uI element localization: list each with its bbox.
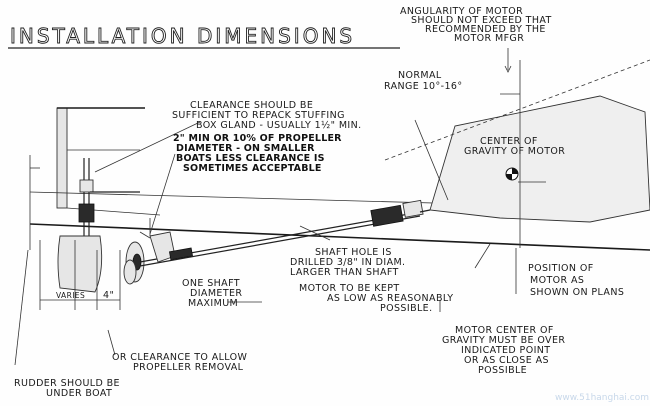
- min-clearance-line-4: SOMETIMES ACCEPTABLE: [183, 163, 322, 174]
- clearance-repack-note: CLEARANCE SHOULD BE SUFFICIENT TO REPACK…: [172, 100, 362, 131]
- angularity-line-1: ANGULARITY OF MOTOR: [400, 6, 523, 17]
- min-clearance-line-2: DIAMETER - ON SMALLER: [176, 143, 315, 154]
- normal-range-line-2: RANGE 10°-16°: [384, 81, 463, 92]
- clearance-repack-line-2: SUFFICIENT TO REPACK STUFFING: [172, 110, 345, 121]
- watermark: www.51hanghai.com: [555, 393, 649, 403]
- position-motor-line-3: SHOWN ON PLANS: [530, 287, 624, 298]
- shaft-assembly: [139, 199, 424, 267]
- position-motor-line-1: POSITION OF: [528, 263, 594, 274]
- motor-cg-over-line-4: OR AS CLOSE AS: [464, 355, 549, 366]
- shaft-hole-line-2: DRILLED 3/8" IN DIAM.: [290, 257, 405, 268]
- one-shaft-line-3: MAXIMUM: [188, 298, 238, 309]
- center-gravity-line-1: CENTER OF: [480, 136, 538, 147]
- four-inch-label: 4": [103, 290, 114, 301]
- angularity-line-4: MOTOR MFGR: [454, 33, 524, 44]
- motor-cg-over-line-2: GRAVITY MUST BE OVER: [442, 335, 565, 346]
- hull-bottom-line: [29, 223, 650, 251]
- motor-cg-over-line-5: POSSIBLE: [478, 365, 527, 376]
- shaft-hole-line-1: SHAFT HOLE IS: [315, 247, 392, 258]
- motor-low-line-3: POSSIBLE.: [380, 303, 433, 314]
- motor-cg-over-line-1: MOTOR CENTER OF: [455, 325, 554, 336]
- min-clearance-note: 2" MIN OR 10% OF PROPELLER DIAMETER - ON…: [173, 133, 342, 174]
- position-motor-note: POSITION OF MOTOR AS SHOWN ON PLANS: [528, 263, 624, 298]
- shaft-hole-line-3: LARGER THAN SHAFT: [290, 267, 399, 278]
- propeller: [123, 241, 145, 285]
- varies-label: VARIES: [56, 291, 85, 300]
- angularity-line: [384, 59, 650, 161]
- one-shaft-line-1: ONE SHAFT: [182, 278, 240, 289]
- hull-stern: [29, 107, 650, 251]
- motor-cg-over-line-3: INDICATED POINT: [461, 345, 550, 356]
- angularity-line-2: SHOULD NOT EXCEED THAT: [411, 15, 552, 26]
- or-clearance-note: OR CLEARANCE TO ALLOW PROPELLER REMOVAL: [112, 352, 248, 373]
- motor-low-line-2: AS LOW AS REASONABLY: [327, 293, 454, 304]
- one-shaft-line-2: DIAMETER: [190, 288, 242, 299]
- rudder-line-1: RUDDER SHOULD BE: [14, 378, 120, 389]
- diagram-title: INSTALLATION DIMENSIONS: [10, 24, 355, 48]
- one-shaft-note: ONE SHAFT DIAMETER MAXIMUM: [182, 278, 242, 309]
- min-clearance-line-1: 2" MIN OR 10% OF PROPELLER: [173, 133, 342, 144]
- center-gravity-line-2: GRAVITY OF MOTOR: [464, 146, 565, 157]
- motor-cg-over-note: MOTOR CENTER OF GRAVITY MUST BE OVER IND…: [442, 325, 565, 376]
- stuffing-box: [370, 204, 404, 227]
- min-clearance-line-3: BOATS LESS CLEARANCE IS: [176, 153, 325, 164]
- motor-body: [419, 95, 650, 223]
- angularity-line-3: RECOMMENDED BY THE: [425, 24, 546, 35]
- center-gravity-note: CENTER OF GRAVITY OF MOTOR: [464, 136, 565, 157]
- deck-line: [29, 191, 471, 205]
- clearance-repack-line-1: CLEARANCE SHOULD BE: [190, 100, 313, 111]
- rudder-note: RUDDER SHOULD BE UNDER BOAT: [14, 378, 120, 399]
- or-clearance-line-2: PROPELLER REMOVAL: [133, 362, 244, 373]
- rudder-line-2: UNDER BOAT: [46, 388, 112, 399]
- shaft-hole-note: SHAFT HOLE IS DRILLED 3/8" IN DIAM. LARG…: [290, 247, 405, 278]
- position-motor-line-2: MOTOR AS: [530, 275, 584, 286]
- clearance-repack-line-3: BOX GLAND - USUALLY 1½" MIN.: [196, 120, 362, 131]
- rudder-assembly: [57, 158, 140, 293]
- motor-low-note: MOTOR TO BE KEPT AS LOW AS REASONABLY PO…: [299, 283, 454, 314]
- normal-range-line-1: NORMAL: [398, 70, 442, 81]
- rudder-blade: [57, 235, 103, 293]
- angularity-note: ANGULARITY OF MOTOR SHOULD NOT EXCEED TH…: [400, 6, 552, 44]
- normal-range-note: NORMAL RANGE 10°-16°: [384, 70, 463, 92]
- or-clearance-line-1: OR CLEARANCE TO ALLOW: [112, 352, 248, 363]
- motor-low-line-1: MOTOR TO BE KEPT: [299, 283, 400, 294]
